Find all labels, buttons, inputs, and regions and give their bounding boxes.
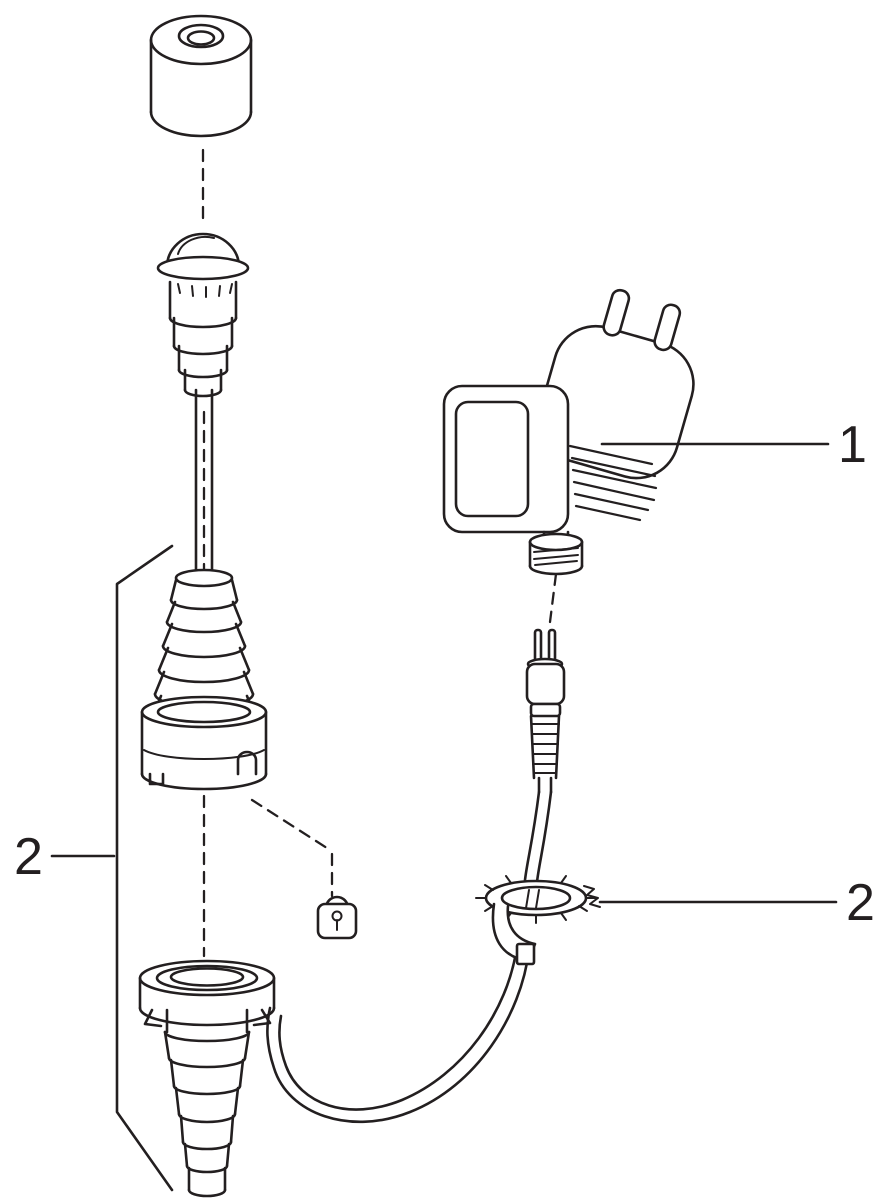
strain-relief-ribs — [531, 723, 560, 774]
threaded-nipple — [528, 532, 584, 576]
callout-label-2-right: 2 — [846, 874, 875, 932]
plug-pin-left — [602, 288, 631, 337]
center-dashed-lines — [201, 148, 558, 958]
plug-label-plate — [454, 400, 530, 518]
retainer-clip — [316, 895, 358, 940]
collar-threads — [177, 283, 233, 298]
clamp-collar — [140, 695, 268, 791]
connector-plug — [525, 628, 566, 794]
lamp-unit — [156, 232, 250, 398]
bottom-flange — [138, 959, 276, 1028]
cooling-fins — [568, 444, 658, 522]
plug-pin-right — [653, 303, 682, 352]
callout-label-1: 1 — [838, 416, 867, 474]
power-plug — [442, 288, 695, 576]
power-cable — [266, 790, 553, 1124]
plug-body — [442, 384, 570, 534]
callout-1: 1 — [600, 416, 867, 474]
hose-connector — [153, 568, 255, 709]
callout-2-right: 2 — [598, 874, 875, 932]
cap-part — [149, 14, 253, 138]
plug-face — [537, 288, 695, 480]
assembly-bracket — [115, 544, 174, 1192]
clamp-tooth-edge — [583, 885, 601, 908]
clamp-block — [515, 942, 536, 966]
callout-2-left: 2 — [14, 828, 116, 886]
riser-tube — [194, 388, 214, 580]
cable-clamp — [475, 875, 601, 966]
clamp-teeth — [475, 875, 597, 924]
hose-tail — [163, 1008, 251, 1198]
callout-label-2-left: 2 — [14, 828, 43, 886]
